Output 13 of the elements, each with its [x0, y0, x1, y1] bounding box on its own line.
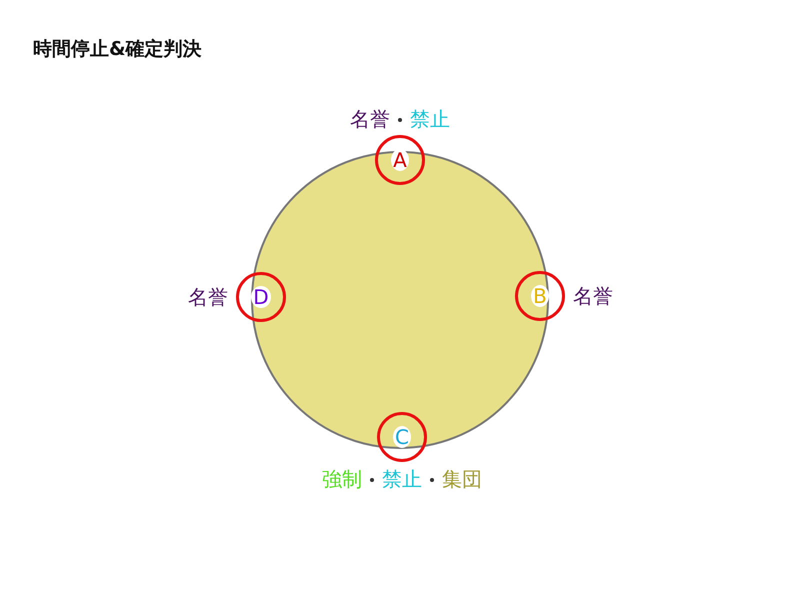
caption-word: 名誉 — [573, 282, 613, 310]
caption-word: 強制 — [322, 466, 362, 493]
point-letter: A — [391, 149, 409, 171]
caption-word: 禁止 — [410, 106, 450, 133]
caption-word: 名誉 — [350, 106, 390, 133]
marker-ring — [515, 271, 565, 321]
caption-word: 集団 — [442, 466, 482, 493]
marker-ring — [377, 412, 427, 462]
marker-ring — [236, 272, 286, 322]
caption-word: 名誉 — [188, 284, 228, 310]
caption-word: 禁止 — [382, 466, 422, 493]
marker-ring — [375, 135, 425, 185]
diagram-title: 時間停止&確定判決 — [33, 37, 202, 62]
